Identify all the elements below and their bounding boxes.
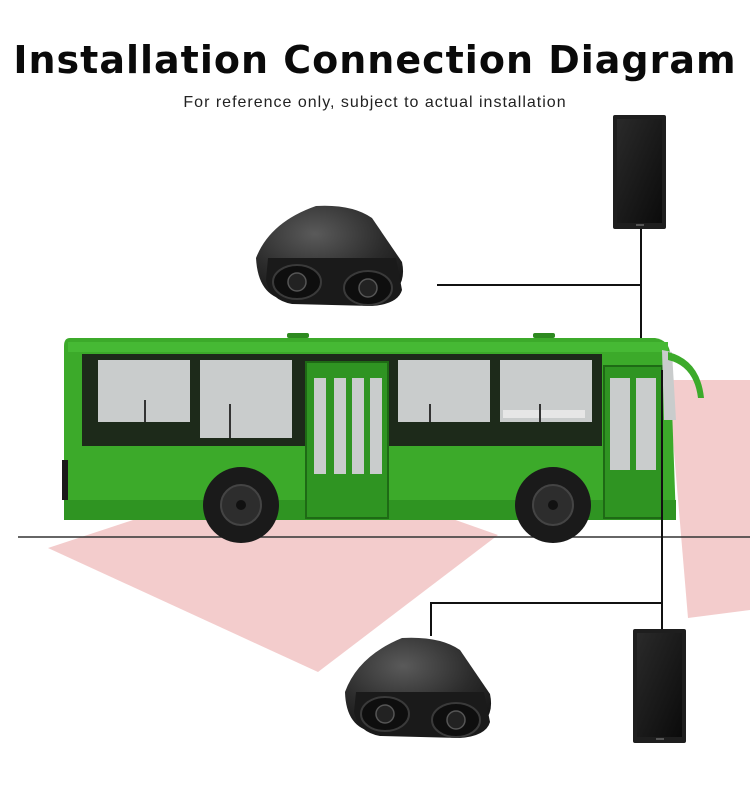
page-title: Installation Connection Diagram bbox=[13, 38, 737, 82]
side-view-camera-icon bbox=[345, 637, 492, 738]
bus-icon bbox=[62, 333, 704, 543]
connection-cables bbox=[430, 228, 663, 636]
page-subtitle: For reference only, subject to actual in… bbox=[183, 94, 567, 111]
cable-bottom bbox=[430, 602, 662, 636]
monitor-icon bbox=[613, 115, 666, 229]
monitor-icon bbox=[633, 629, 686, 743]
side-view-camera-icon bbox=[256, 205, 404, 306]
right-coverage-zone bbox=[668, 380, 750, 618]
